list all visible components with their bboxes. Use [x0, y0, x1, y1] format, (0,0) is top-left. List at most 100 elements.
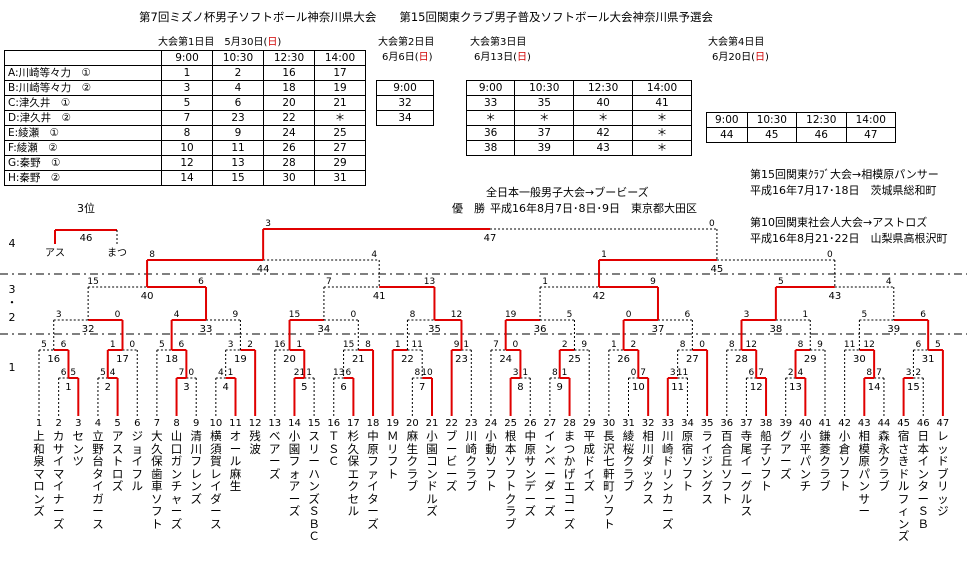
game-number: 3 [183, 382, 189, 393]
score-label: 1 [296, 340, 302, 350]
day2-label: 大会第2日目 [378, 37, 435, 48]
team-name: インベーダーズ [544, 429, 556, 518]
game-number: 13 [789, 382, 802, 393]
game-number-cell: 39 [514, 140, 575, 156]
game-number: 32 [82, 324, 95, 335]
game-number: 29 [804, 354, 817, 365]
score-label: 5 [567, 310, 573, 320]
score-label: 8 [866, 368, 872, 378]
team-number: 40 [799, 418, 812, 429]
game-number-cell: 14 [161, 170, 213, 186]
game-number: 38 [770, 324, 783, 335]
game-number: 15 [907, 382, 920, 393]
score-label: 9 [454, 340, 460, 350]
game-number: 45 [711, 264, 724, 275]
team-number: 37 [740, 418, 753, 429]
score-label: 1 [228, 368, 234, 378]
team-number: 25 [504, 418, 517, 429]
score-label: 6 [61, 368, 67, 378]
team-name: 小園フォアーズ [288, 429, 301, 518]
team-number: 24 [485, 418, 498, 429]
team-number: 30 [602, 418, 615, 429]
team-number: 44 [878, 418, 891, 429]
game-number-cell: 22 [263, 110, 315, 126]
team-number: 43 [858, 418, 871, 429]
score-label: 8 [414, 368, 420, 378]
team-number: 19 [386, 418, 399, 429]
team-name: スリーハンズＳＢＣ [308, 429, 320, 543]
score-label: 2 [247, 340, 253, 350]
page-title: 第7回ミズノ杯男子ソフトボール神奈川県大会 第15回関東クラブ男子普及ソフトボー… [139, 10, 713, 24]
team-number: 8 [173, 418, 179, 429]
score-label: 6 [179, 340, 185, 350]
game-number: 14 [868, 382, 881, 393]
score-label: 7 [493, 340, 499, 350]
score-label: 8 [410, 310, 416, 320]
score-label: 6 [346, 368, 352, 378]
score-label: 1 [110, 340, 116, 350]
team-number: 13 [268, 418, 281, 429]
team-name: 中原サンデーズ [524, 429, 537, 518]
team-name: 小動ソフト [485, 429, 497, 493]
score-label: 5 [41, 340, 47, 350]
score-label: 9 [581, 340, 587, 350]
team-number: 14 [288, 418, 301, 429]
score-label: 5 [778, 277, 784, 287]
team-name: 日本インターＳＢ [917, 429, 930, 531]
score-label: 1 [611, 340, 617, 350]
game-number: 11 [671, 382, 684, 393]
score-label: 0 [709, 219, 715, 229]
team-number: 6 [134, 418, 140, 429]
team-name: 杉久保エクセル [347, 429, 360, 518]
game-number-cell: 45 [746, 127, 798, 143]
game-number: 43 [828, 291, 841, 302]
day1-label: 大会第1日目 5月30日(日) [158, 37, 282, 48]
team-number: 21 [426, 418, 439, 429]
team-name: センツ [72, 429, 85, 468]
score-label: 10 [421, 368, 433, 378]
score-label: 9 [817, 340, 823, 350]
team-name: ジョイフル [131, 429, 144, 493]
team-number: 15 [308, 418, 321, 429]
score-label: 5 [100, 368, 106, 378]
score-label: 8 [149, 250, 155, 260]
round-label: ・ [7, 296, 18, 309]
game-number: 42 [593, 291, 606, 302]
score-label: 8 [729, 340, 735, 350]
team-name: まつかげエコーズ [563, 429, 576, 531]
team-name: 中原ファイターズ [367, 429, 379, 531]
team-name: カサイマイナーズ [52, 429, 65, 531]
score-label: 1 [562, 368, 568, 378]
score-label: 0 [827, 250, 833, 260]
day3-label: 大会第3日目 [470, 37, 527, 48]
score-label: 11 [844, 340, 855, 350]
score-label: 1 [306, 368, 312, 378]
score-label: 9 [233, 310, 239, 320]
score-label: 0 [188, 368, 194, 378]
team-slot-label: D:津久井 ② [4, 110, 162, 126]
semi-team-name: アス [45, 248, 65, 259]
team-number: 4 [95, 418, 101, 429]
game-number: 27 [686, 354, 699, 365]
team-name: 根本ソフトクラブ [504, 429, 517, 531]
score-label: 16 [274, 340, 286, 350]
score-label: 1 [522, 368, 528, 378]
game-number-cell: 35 [514, 95, 575, 111]
game-number: 12 [750, 382, 763, 393]
team-name: ＴＳＣ [328, 429, 340, 468]
team-name: 鎌菱クラブ [819, 429, 831, 493]
score-label: 5 [70, 368, 76, 378]
score-label: 8 [680, 340, 686, 350]
game-number: 25 [568, 354, 581, 365]
score-label: 7 [326, 277, 332, 287]
team-name: 宿さきドルフィンズ [897, 429, 910, 543]
team-name: レッドブリッジ [937, 429, 949, 518]
score-label: 1 [542, 277, 548, 287]
score-label: 3 [670, 368, 676, 378]
